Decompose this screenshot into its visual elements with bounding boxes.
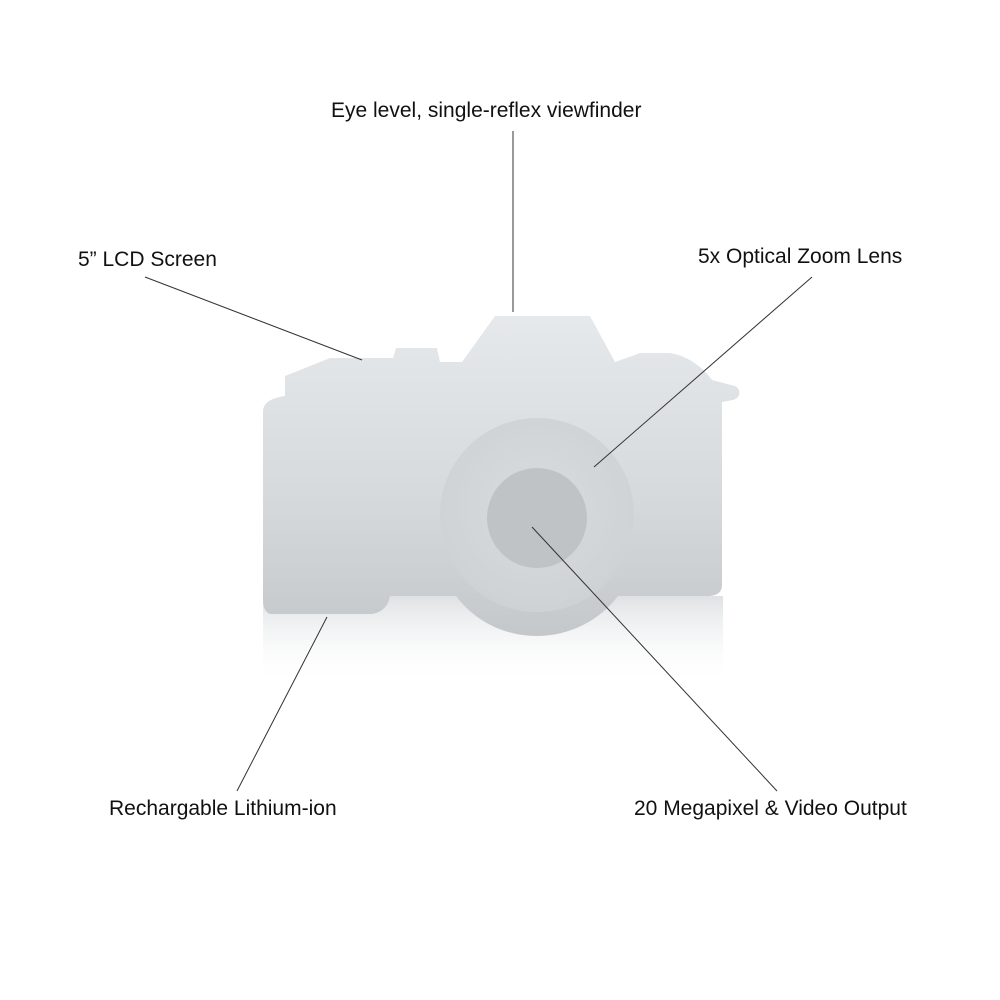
- callout-battery: Rechargable Lithium-ion: [109, 797, 337, 820]
- leader-line-battery: [236, 616, 328, 792]
- leader-line-zoom: [593, 276, 813, 468]
- callout-lcd-screen: 5” LCD Screen: [78, 248, 217, 271]
- leader-line-lcd: [144, 276, 363, 361]
- leader-line-megapixel: [531, 526, 778, 792]
- callout-megapixel: 20 Megapixel & Video Output: [634, 797, 907, 820]
- callout-viewfinder: Eye level, single-reflex viewfinder: [331, 99, 642, 122]
- lens-center: [487, 468, 587, 568]
- callout-zoom-lens: 5x Optical Zoom Lens: [698, 245, 903, 268]
